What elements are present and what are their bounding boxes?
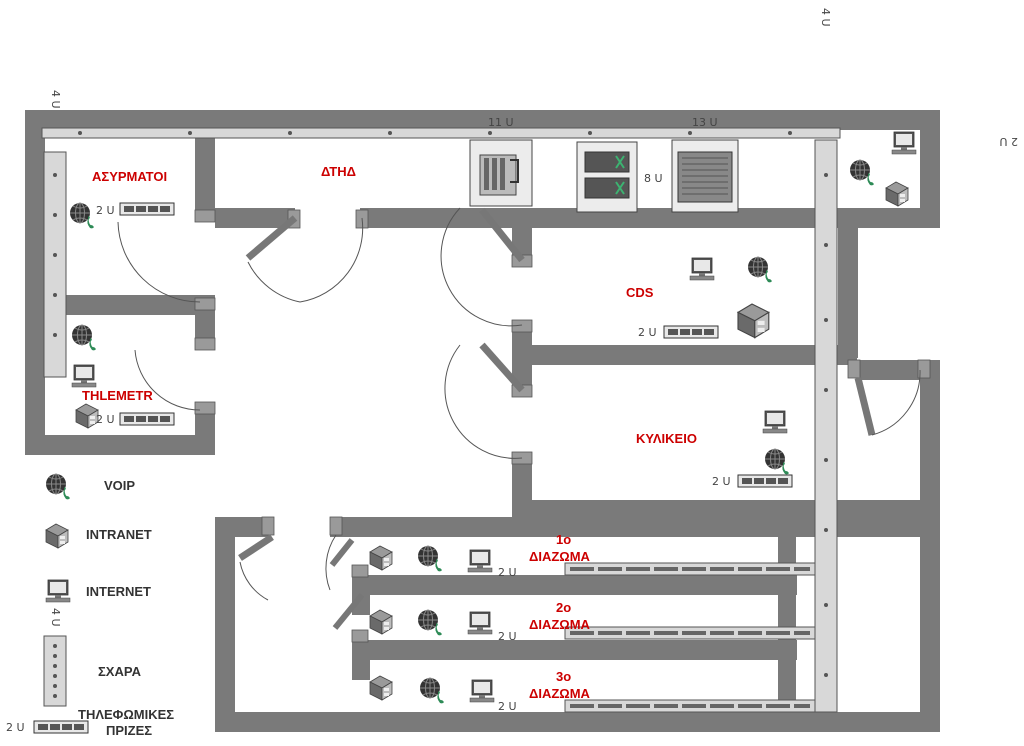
unit-label-thlem-outlet: 2 U (96, 413, 115, 426)
legend-voip-icon (45, 473, 71, 500)
unit-label-d2-outlet: 2 U (498, 630, 517, 643)
room-label-diazoma2-num: 2ο (556, 600, 571, 615)
unit-label-cds-outlet: 2 U (638, 326, 657, 339)
legend-internet-icon (45, 579, 71, 603)
legend-tray-unit: 4 U (49, 608, 62, 627)
legend-internet-label: INTERNET (86, 584, 151, 599)
unit-label-asyrm-outlet: 2 U (96, 204, 115, 217)
room-label-diazoma1-word: ΔΙΑΖΩΜΑ (529, 549, 591, 564)
unit-label-left-tray: 4 U (49, 90, 62, 109)
unit-label-d1-outlet: 2 U (498, 566, 517, 579)
room-label-diazoma3-num: 3ο (556, 669, 571, 684)
legend-voip-label: VOIP (104, 478, 135, 493)
walls (25, 110, 940, 732)
legend-intranet-icon (45, 523, 69, 549)
unit-label-rack-11: 11 U (488, 116, 514, 129)
unit-label-top-right: 4 U (819, 8, 832, 27)
unit-label-d3-outlet: 2 U (498, 700, 517, 713)
legend-outlet-unit: 2 U (6, 721, 25, 734)
room-label-diazoma2-word: ΔΙΑΖΩΜΑ (529, 617, 591, 632)
legend-tray-icon (43, 635, 67, 707)
room-label-thlemetr: THLEMETR (82, 388, 153, 403)
legend-outlet-label-line2: ΠΡΙΖΕΣ (106, 723, 152, 738)
door-posts (194, 209, 931, 643)
doors (117, 207, 921, 630)
legend: VOIP INTRANET INTERNET 4 U ΣΧΑΡΑ 2 U ΤΗΛ… (6, 473, 174, 738)
legend-outlet-icon (33, 720, 89, 734)
unit-label-rack-8: 8 U (644, 172, 663, 185)
cable-trays (41, 127, 841, 713)
unit-label-rack-13: 13 U (692, 116, 718, 129)
legend-tray-label: ΣΧΑΡΑ (98, 664, 142, 679)
legend-intranet-label: INTRANET (86, 527, 152, 542)
legend-outlet-label-line1: ΤΗΛΕΦΩΜΙΚΕΣ (78, 707, 174, 722)
unit-label-kylik-outlet: 2 U (712, 475, 731, 488)
room-label-diazoma3-word: ΔΙΑΖΩΜΑ (529, 686, 591, 701)
room-label-asyrmatoi: ΑΣΥΡΜΑΤΟΙ (92, 169, 167, 184)
equipment-rack-icon (469, 139, 739, 213)
room-label-dthd: ΔΤΗΔ (321, 164, 356, 179)
room-label-cds: CDS (626, 285, 654, 300)
unit-label-far-right: 2 U (999, 135, 1018, 148)
room-label-kylikeio: ΚΥΛΙΚΕΙΟ (636, 431, 697, 446)
room-label-diazoma1-num: 1ο (556, 532, 571, 547)
